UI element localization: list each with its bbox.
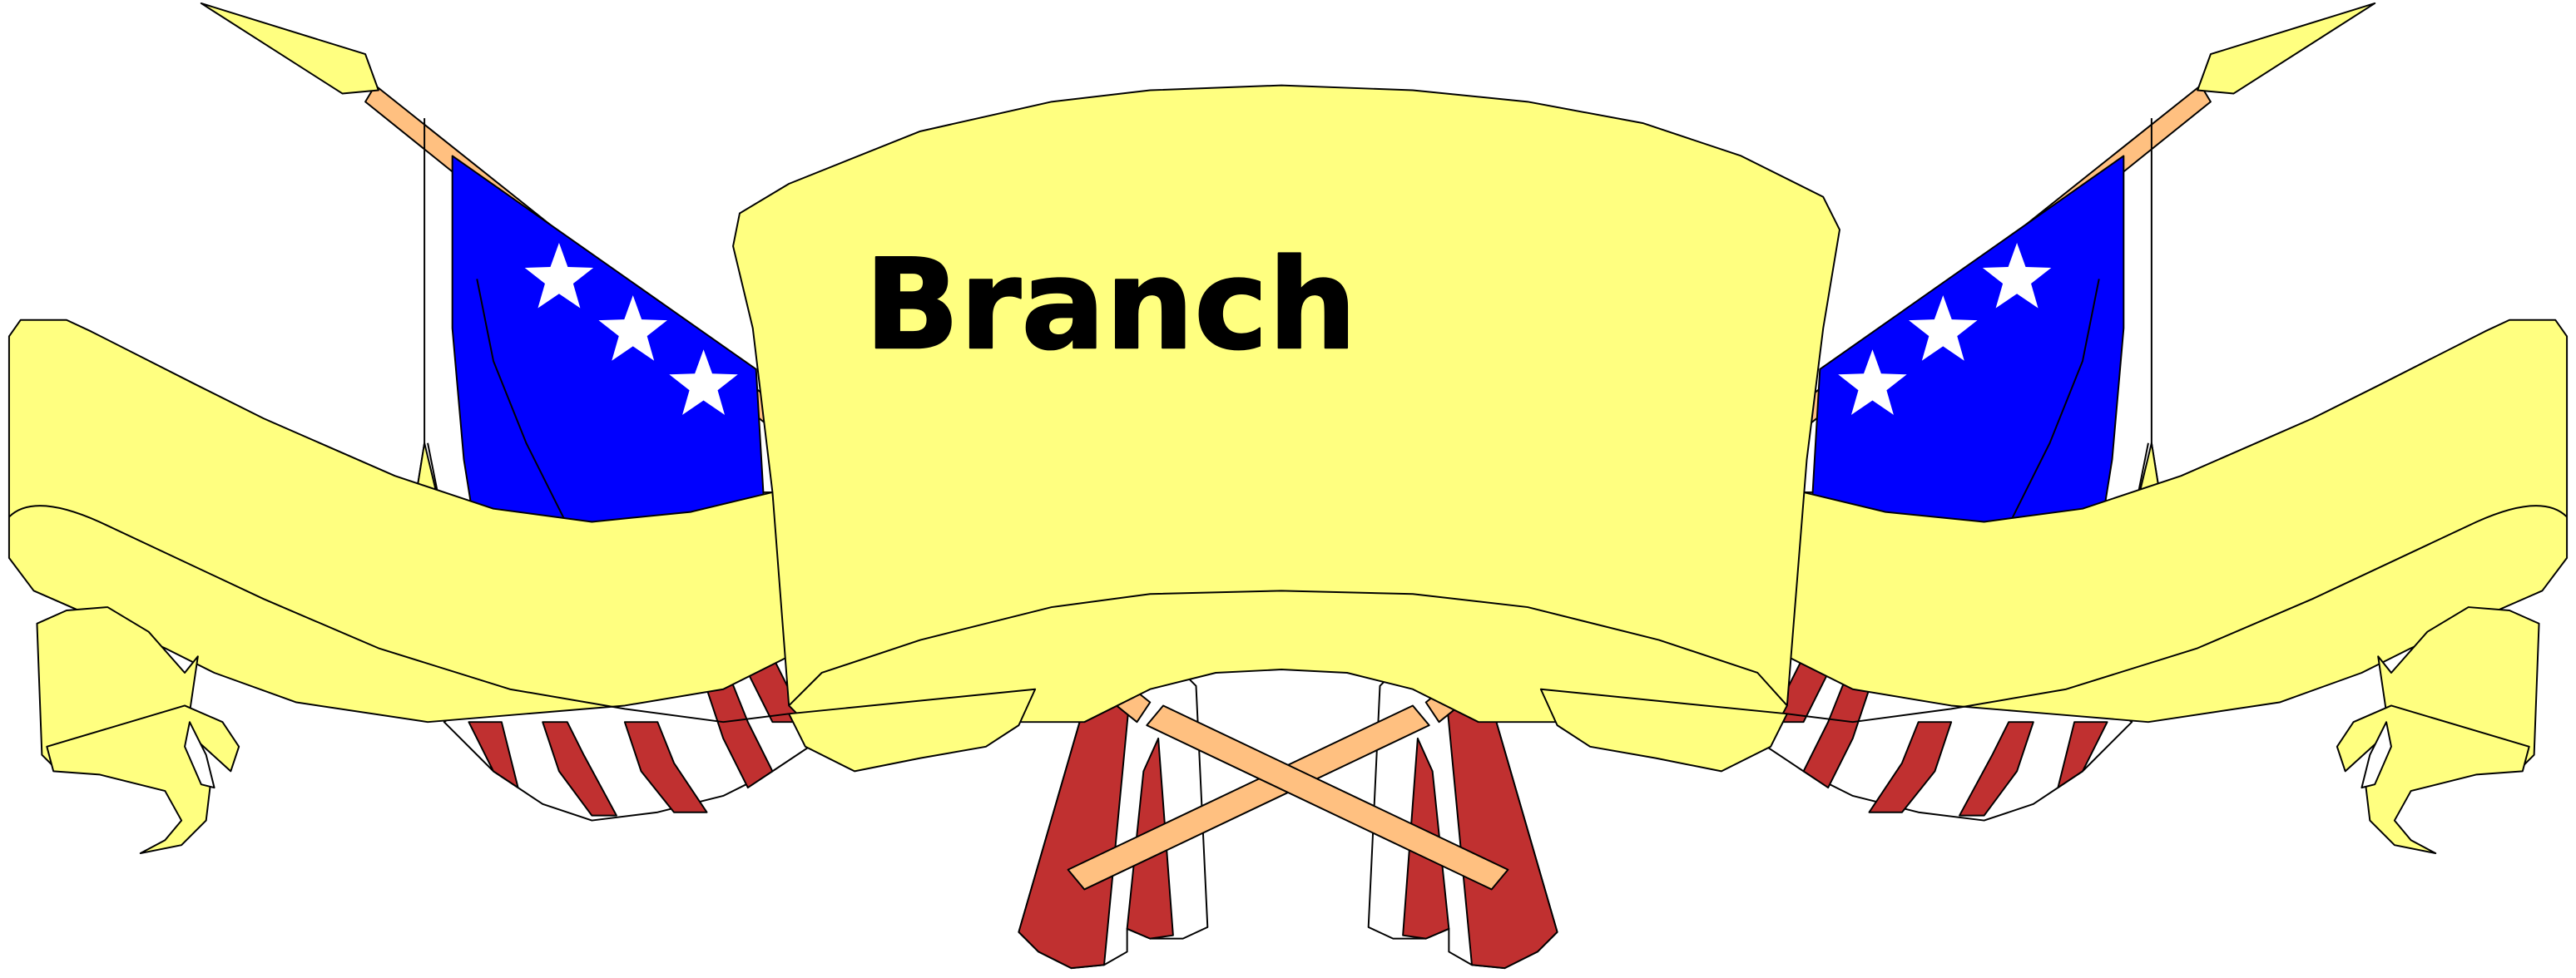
star-icon: [1982, 243, 2052, 309]
star-icon: [524, 243, 594, 309]
stars: [524, 243, 2052, 415]
spearhead-icon: [200, 2, 379, 95]
spearhead-icon: [2197, 2, 2376, 95]
star-icon: [1909, 295, 1978, 361]
left-white-flag: [410, 118, 445, 526]
right-white-flag: [2131, 118, 2166, 526]
right-ribbon: [1786, 319, 2569, 855]
star-icon: [669, 349, 738, 415]
left-ribbon: [7, 319, 790, 855]
center-right-hanging-flag: [1367, 672, 1558, 970]
star-icon: [1838, 349, 1907, 415]
banner-title: Branch: [864, 233, 1357, 378]
center-banner: Branch: [732, 84, 1840, 773]
star-icon: [598, 295, 667, 361]
